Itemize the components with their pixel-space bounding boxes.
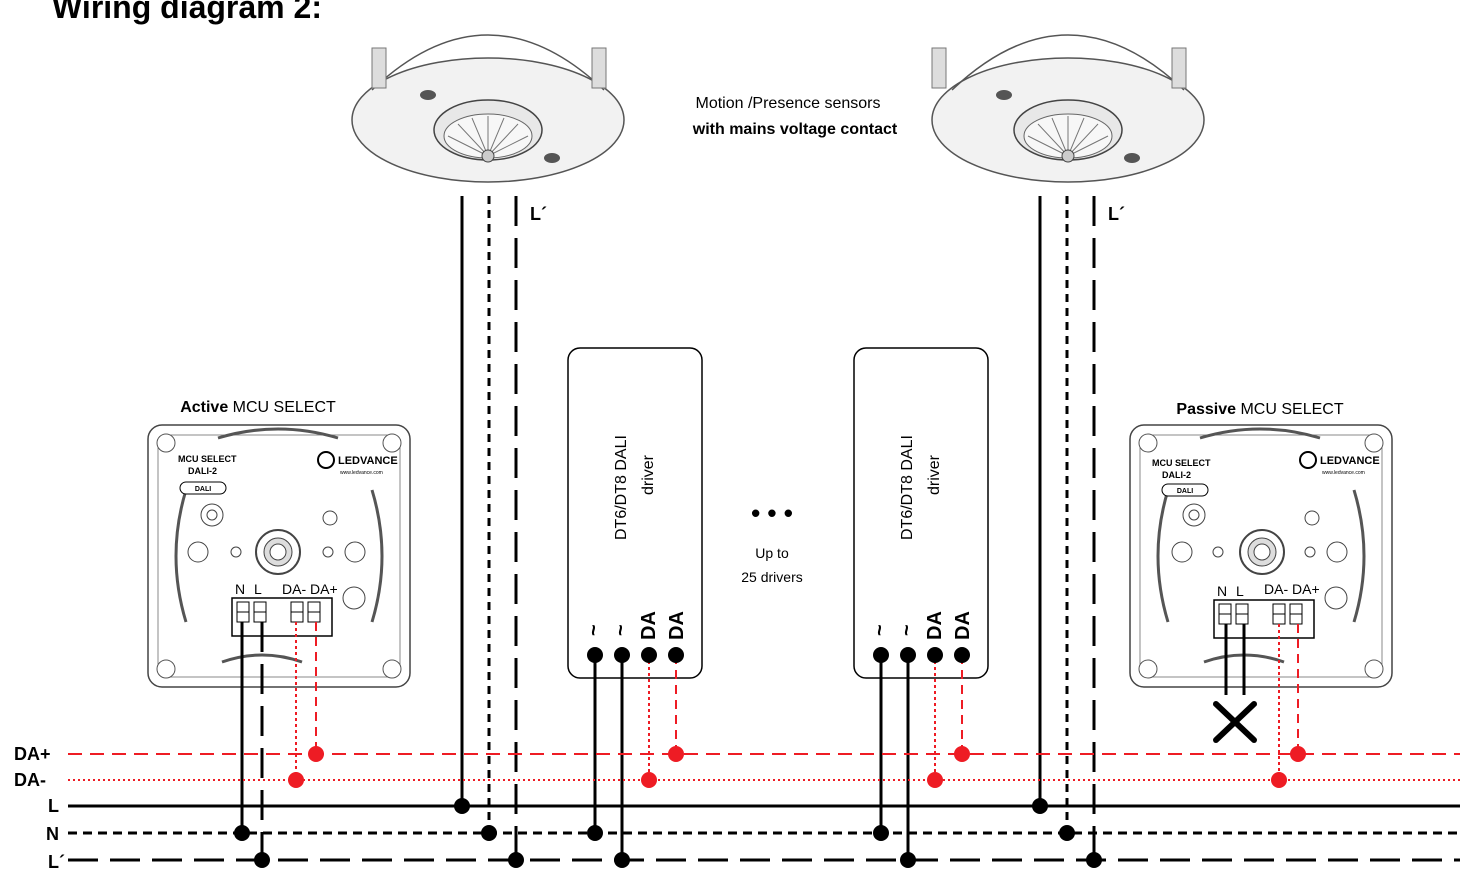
active-mcu-terminal-n: N: [235, 581, 245, 597]
driver-2-terminal-da1: DA: [924, 611, 946, 640]
sensor-right-wires: [1038, 196, 1096, 860]
driver-1: DT6/DT8 DALI driver ~ ~ DA DA: [567, 347, 703, 679]
active-mcu-terminal-l: L: [254, 581, 262, 597]
drivers-ellipsis: • • •: [751, 498, 793, 528]
passive-mcu-label: Passive MCU SELECT: [1176, 401, 1343, 418]
driver-1-wires: [593, 655, 677, 860]
active-mcu-website: www.ledvance.com: [340, 470, 383, 476]
driver-2-name-line2: driver: [926, 454, 943, 495]
sensor-left-wires: [460, 196, 518, 860]
active-mcu-device: MCU SELECT DALI-2 DALI LEDVANCE www.ledv…: [147, 424, 411, 688]
driver-1-name-line1: DT6/DT8 DALI: [613, 435, 630, 540]
active-mcu-dali-badge: DALI: [195, 486, 211, 493]
sensor-left-output-label: L´: [530, 204, 547, 224]
passive-mcu-device: MCU SELECT DALI-2 DALI LEDVANCE www.ledv…: [1129, 424, 1393, 688]
driver-2-terminal-ac2: ~: [896, 624, 918, 636]
passive-mcu-terminal-l: L: [1236, 583, 1244, 599]
active-mcu-product-line1: MCU SELECT: [178, 454, 237, 464]
driver-1-terminal-da2: DA: [666, 611, 688, 640]
active-mcu-product-line2: DALI-2: [188, 466, 217, 476]
bus-label-l: L: [48, 796, 59, 816]
passive-mcu-dali-badge: DALI: [1177, 488, 1193, 495]
dali-junction-dots: [288, 746, 1306, 788]
driver-2: DT6/DT8 DALI driver ~ ~ DA DA: [853, 347, 989, 679]
driver-2-terminal-ac1: ~: [869, 624, 891, 636]
active-mcu-wires: [240, 622, 317, 860]
not-connected-cross-icon: [1213, 701, 1257, 743]
passive-mcu-website: www.ledvance.com: [1322, 470, 1365, 476]
driver-2-wires: [879, 655, 963, 860]
driver-1-terminal-ac1: ~: [583, 624, 605, 636]
diagram-title: Wiring diagram 2:: [52, 0, 322, 25]
passive-mcu-brand: LEDVANCE: [1320, 455, 1380, 467]
sensor-caption-line2: with mains voltage contact: [692, 121, 898, 138]
driver-2-name-line1: DT6/DT8 DALI: [899, 435, 916, 540]
bus-label-da-plus: DA+: [14, 744, 51, 764]
drivers-count-line2: 25 drivers: [741, 569, 802, 585]
driver-terminal-dots: [587, 647, 970, 663]
active-mcu-brand: LEDVANCE: [338, 455, 398, 467]
driver-1-terminal-ac2: ~: [610, 624, 632, 636]
sensor-right-output-label: L´: [1108, 204, 1125, 224]
active-mcu-label: Active MCU SELECT: [180, 399, 336, 416]
driver-1-terminal-da1: DA: [638, 611, 660, 640]
passive-mcu-product-line1: MCU SELECT: [1152, 458, 1211, 468]
driver-2-terminal-da2: DA: [952, 611, 974, 640]
passive-mcu-product-line2: DALI-2: [1162, 470, 1191, 480]
passive-mcu-terminal-da: DA- DA+: [1264, 581, 1320, 597]
driver-1-name-line2: driver: [640, 454, 657, 495]
motion-sensor-left: [351, 34, 625, 183]
passive-mcu-wires: [1224, 624, 1299, 780]
active-mcu-terminal-da: DA- DA+: [282, 581, 338, 597]
bus-label-da-minus: DA-: [14, 770, 46, 790]
bus-lines: [68, 753, 1460, 862]
bus-label-n: N: [46, 824, 59, 844]
motion-sensor-right: [931, 34, 1205, 183]
mains-junction-dots: [234, 798, 1102, 868]
drivers-count-line1: Up to: [755, 545, 789, 561]
passive-mcu-terminal-n: N: [1217, 583, 1227, 599]
bus-label-l-prime: L´: [48, 852, 65, 869]
sensor-caption-line1: Motion /Presence sensors: [696, 95, 881, 112]
